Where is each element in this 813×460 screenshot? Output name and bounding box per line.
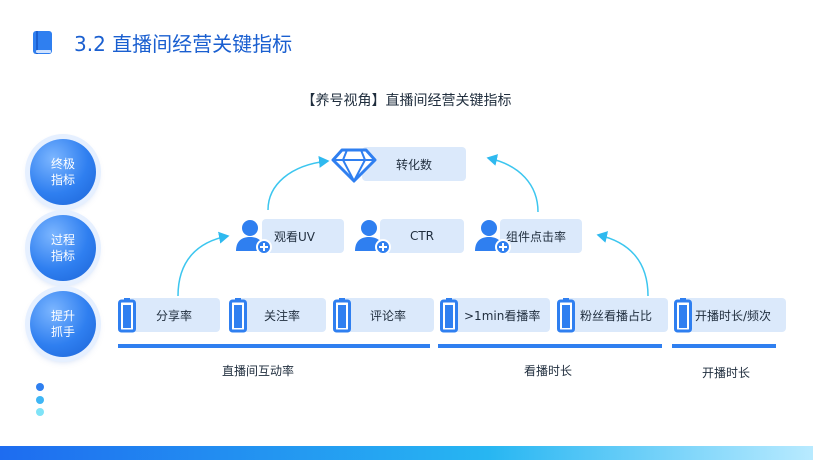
group-underline-watch: [438, 344, 662, 348]
user-add-icon: [236, 220, 272, 255]
node-label: CTR: [409, 229, 435, 243]
node-component-ctr: 组件点击率: [500, 219, 582, 253]
node-ctr: CTR: [380, 219, 464, 253]
book-icon: [33, 31, 52, 54]
node-fan-view-ratio: 粉丝看播占比: [566, 298, 668, 332]
node-share-rate: 分享率: [128, 298, 220, 332]
node-label: 分享率: [156, 308, 193, 323]
node-label: 转化数: [395, 157, 432, 172]
battery-icon: [557, 298, 575, 333]
diagram-subtitle: 【养号视角】直播间经营关键指标: [301, 93, 512, 109]
node-label: 评论率: [370, 308, 407, 323]
group-underline-stream: [672, 344, 776, 348]
node-label: 观看UV: [274, 229, 315, 244]
node-conversion: 转化数: [362, 147, 466, 181]
level-circle-process: 过程指标: [30, 215, 96, 281]
group-underline-interaction: [118, 344, 430, 348]
battery-icon: [333, 298, 351, 333]
node-follow-rate: 关注率: [238, 298, 326, 332]
arrow-component-to-conversion: [486, 154, 539, 213]
node-label: 粉丝看播占比: [580, 308, 653, 323]
user-add-icon: [475, 220, 511, 255]
node-viewer-uv: 观看UV: [262, 219, 344, 253]
battery-icon: [118, 298, 136, 333]
node-1min-view-rate: >1min看播率: [448, 298, 550, 332]
node-stream-duration: 开播时长/频次: [682, 298, 786, 332]
group-label-interaction: 直播间互动率: [221, 364, 294, 378]
level-label: 终极指标: [50, 157, 75, 187]
battery-icon: [674, 298, 692, 333]
level-label: 提升抓手: [50, 309, 75, 339]
decor-dot: [36, 408, 44, 416]
node-label: >1min看播率: [464, 308, 541, 323]
battery-icon: [229, 298, 247, 333]
decor-dot: [36, 383, 44, 391]
node-comment-rate: 评论率: [342, 298, 434, 332]
node-label: 关注率: [264, 308, 301, 323]
decor-dot: [36, 396, 44, 404]
level-circle-lever: 提升抓手: [30, 291, 96, 357]
group-label-stream: 开播时长: [701, 366, 750, 380]
node-label: 开播时长/频次: [695, 308, 772, 323]
arrow-levers-to-component: [596, 231, 649, 297]
node-label: 组件点击率: [506, 229, 567, 244]
group-label-watch: 看播时长: [523, 364, 572, 378]
arrow-uv-to-conversion: [267, 155, 330, 211]
diamond-icon: [331, 148, 377, 183]
battery-icon: [440, 298, 458, 333]
level-label: 过程指标: [50, 233, 75, 263]
user-add-icon: [355, 220, 391, 255]
page-title: 3.2 直播间经营关键指标: [74, 32, 293, 56]
footer-gradient-bar: [0, 446, 813, 460]
arrow-levers-to-uv: [177, 231, 230, 297]
level-circle-final: 终极指标: [30, 139, 96, 205]
